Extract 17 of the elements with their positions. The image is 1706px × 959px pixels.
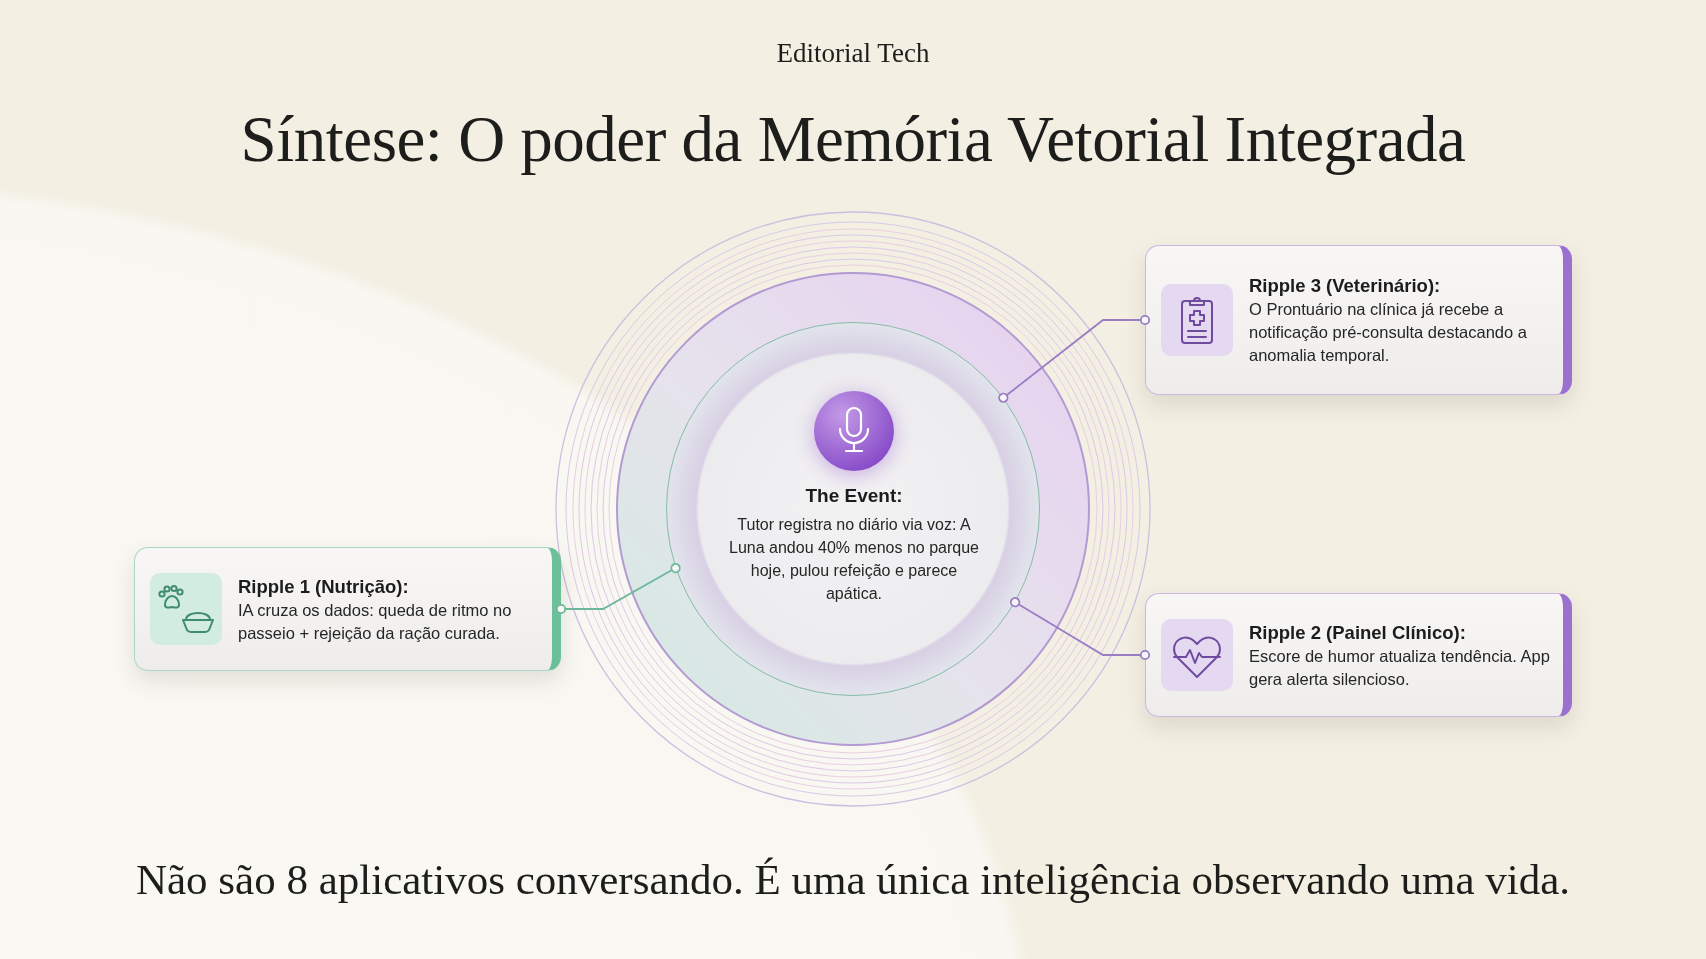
header-text: Editorial Tech bbox=[776, 37, 930, 69]
card-heading: Ripple 1 (Nutrição): bbox=[238, 574, 410, 599]
caption: Não são 8 aplicativos conversando. É uma única inteligência observando uma vida. bbox=[135, 854, 1571, 904]
connector-line bbox=[998, 314, 1151, 403]
ripple-card bbox=[1145, 245, 1572, 395]
event-description: Tutor registra no diário via voz: A Luna andou 40% menos no parque hoje, pulou refeição e parece apática. bbox=[728, 515, 980, 604]
card-text: O Prontuário na clínica já recebe a notificação pré-consulta destacando a anomalia temporal. bbox=[1249, 299, 1528, 366]
connector-line bbox=[1010, 597, 1151, 661]
card-text: Escore de humor atualiza tendência. App gera alerta silencioso. bbox=[1249, 645, 1551, 690]
card-text: IA cruza os dados: queda de ritmo no passeio + rejeição da ração curada. bbox=[238, 599, 513, 644]
title: Síntese: O poder da Memória Vetorial Integrada bbox=[240, 101, 1466, 177]
card-heading: Ripple 3 (Veterinário): bbox=[1249, 274, 1442, 298]
event-heading: The Event: bbox=[804, 484, 904, 508]
card-heading: Ripple 2 (Painel Clínico): bbox=[1249, 620, 1467, 645]
connector-line bbox=[555, 562, 681, 615]
ripple-card bbox=[134, 547, 561, 671]
ripple-card bbox=[1145, 593, 1572, 717]
